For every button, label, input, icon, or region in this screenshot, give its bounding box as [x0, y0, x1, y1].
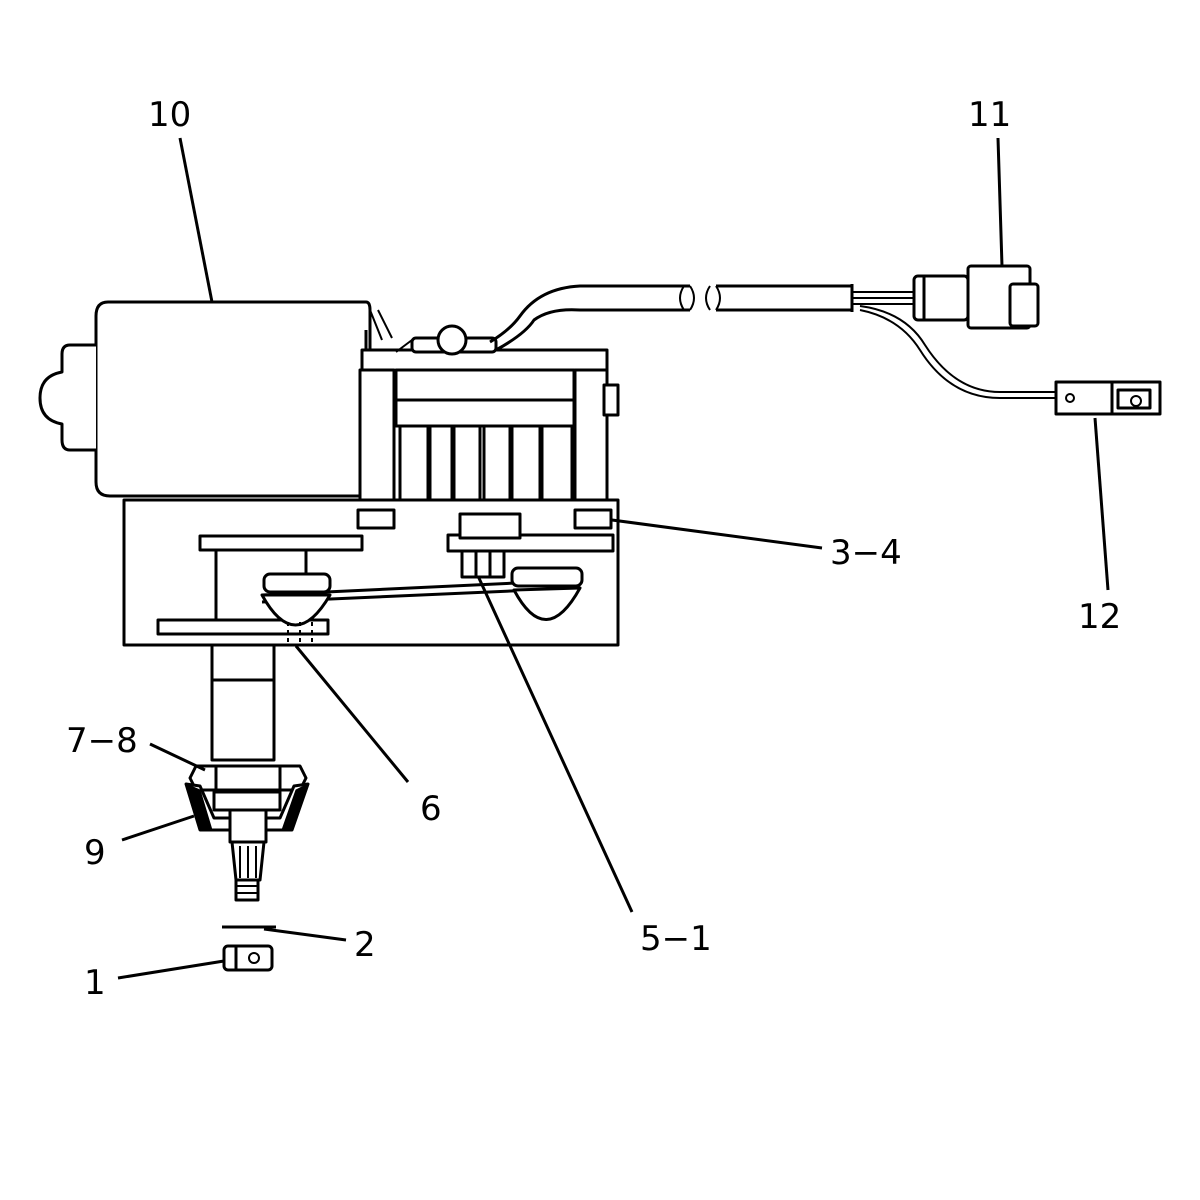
connector — [912, 264, 1040, 330]
callout-3-4: 3−4 — [830, 533, 902, 573]
callout-10: 10 — [148, 95, 191, 135]
callout-2: 2 — [354, 925, 376, 965]
callout-labels: 10 11 12 3−4 5−1 6 7−8 9 2 1 — [66, 95, 1121, 1003]
nut — [222, 944, 274, 972]
leader-1 — [117, 959, 225, 980]
callout-1: 1 — [84, 963, 106, 1003]
leader-3-4 — [611, 518, 823, 550]
leader-9 — [121, 814, 195, 842]
callout-7-8: 7−8 — [66, 721, 138, 761]
callout-9: 9 — [84, 833, 106, 873]
callout-6: 6 — [420, 789, 442, 829]
wire-harness — [489, 284, 1056, 399]
leader-12 — [1093, 417, 1110, 591]
callout-11: 11 — [968, 95, 1011, 135]
motor-body — [38, 300, 393, 498]
leader-lines — [117, 137, 1110, 980]
leader-2 — [263, 927, 347, 942]
callout-5-1: 5−1 — [640, 919, 712, 959]
leader-11 — [996, 137, 1004, 267]
leader-5-1 — [476, 575, 634, 913]
leader-6 — [294, 645, 410, 783]
mounting-bracket — [122, 498, 620, 647]
gearbox-housing — [358, 324, 620, 502]
leader-7-8 — [149, 742, 206, 772]
callout-12: 12 — [1078, 597, 1121, 637]
output-shaft — [184, 643, 310, 902]
leader-10 — [178, 137, 214, 303]
terminal — [1054, 380, 1162, 416]
